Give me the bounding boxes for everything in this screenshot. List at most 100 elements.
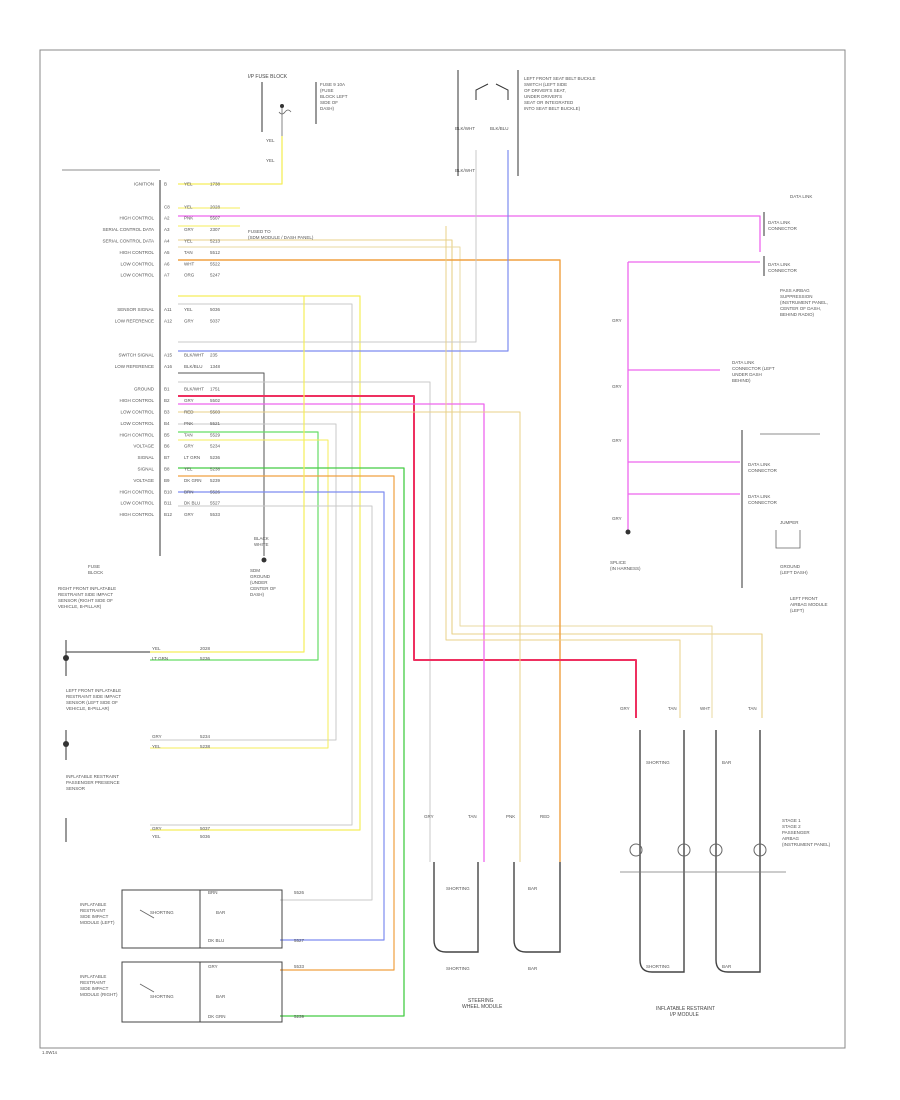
g-wire-0: GRY [612,318,622,323]
wire-b10-orange [178,475,395,971]
module-pin-name: LOW CONTROL [120,261,154,266]
lfs-2: SENSOR (LEFT SIDE OF [66,700,118,705]
module-pin-pin: B8 [164,467,170,472]
module-pin-circuit: 5507 [210,216,221,221]
fuse-block-small-0: FUSE [88,564,100,569]
g-wire-1: GRY [612,384,622,389]
fuse-desc-0: FUSE 9 10A [320,82,345,87]
ip-wire-3: TAN [748,706,757,711]
ps-2: SENSOR [66,786,86,791]
fuse-desc-3: SIDE OF [320,100,338,105]
module-pin-wire: DK GRN [184,478,202,483]
module-pin-name: SWITCH SIGNAL [118,353,154,358]
sis-wire-r0b: 5533 [294,964,305,969]
sw-wire-1: TAN [468,814,477,819]
module-pin-name: SENSOR SIGNAL [117,307,154,312]
module-pin-name: SERIAL CONTROL DATA [102,239,154,244]
ip-module-right [715,730,761,973]
right-desc1-0: PASS AIRBAG [780,288,810,293]
ip-wire-0: GRY [620,706,630,711]
fuse-wire-0: YEL [266,138,275,143]
wire-dlc-magenta [627,261,760,530]
rfs-wire-1b: 5236 [200,656,211,661]
module-pin-circuit: 5503 [210,410,221,415]
fuse-wire-1: YEL [266,158,275,163]
ip-inner-1: BAR [722,760,732,765]
sis-wire-l0b: 5526 [294,890,305,895]
g-wire-2: GRY [612,438,622,443]
sw-coil-left [433,862,479,953]
ip-module-1: I/P MODULE [670,1012,699,1018]
sis-right-0: INFLATABLE [80,974,106,979]
wire-b2-gray [178,381,431,862]
sis-right-2: SIDE IMPACT [80,986,109,991]
rfs-3: VEHICLE, B-PILLAR) [58,604,102,609]
sis-wire-l0a: BRN [208,890,218,895]
steering-wheel-1: WHEEL MODULE [462,1004,503,1010]
sdm-ground-1: GROUND [250,574,271,579]
belt-switch-0: LEFT FRONT SEAT BELT BUCKLE [524,76,596,81]
ps-wire-1b: 5036 [200,834,211,839]
lfs-wire-0a: GRY [152,734,162,739]
sdm-ground-4: DASH) [250,592,265,597]
module-pin-wire: TAN [184,250,193,255]
ps-1: PASSENGER PRESENCE [66,780,120,785]
ps-0: INFLATABLE RESTRAINT [66,774,119,779]
lfs-0: LEFT FRONT INFLATABLE [66,688,121,693]
sis-wire-r1b: 5239 [294,1014,305,1019]
rbn-0: LEFT FRONT [790,596,818,601]
module-pin-circuit: 5529 [210,432,221,437]
module-pin-pin: A15 [164,353,173,358]
module-pin-wire: GRY [184,398,194,403]
module-pin-pin: B7 [164,455,170,460]
lfs-1: RESTRAINT SIDE IMPACT [66,694,121,699]
ip-module-0: INFLATABLE RESTRAINT [656,1006,715,1012]
wire-b9-green [178,467,405,1017]
module-pin-wire: PNK [184,421,193,426]
belt-switch-2: OF DRIVER'S SEAT, [524,88,566,93]
module-pin-circuit: 5213 [210,239,221,244]
ip-inner-2: SHORTING [646,964,670,969]
wire-a6-tan2 [178,246,713,718]
ps-wire-0a: GRY [152,826,162,831]
rfs-wire-0a: YEL [152,646,161,651]
module-pin-circuit: 5238 [210,467,221,472]
module-pin-circuit: 5036 [210,307,221,312]
module-pin-circuit: 5037 [210,318,221,323]
module-pin-circuit: 235 [210,353,218,358]
module-pin-circuit: 5502 [210,398,221,403]
sdm-ground-wire-1: WHITE [254,542,269,547]
right-conn1-0: DATA LINK [768,220,790,225]
module-pin-wire: ORG [184,273,195,278]
wire-ip-tan [445,226,681,718]
sw-label-1: BAR [528,966,538,971]
rfs-2: SENSOR (RIGHT SIDE OF [58,598,113,603]
ip-side-1: STAGE 2 [782,824,801,829]
module-pin-name: VOLTAGE [133,478,154,483]
right-desc1-2: (INSTRUMENT PANEL, [780,300,828,305]
right-desc2-1: CONNECTOR (LEFT [732,366,775,371]
lfs-3: VEHICLE, B-PILLAR) [66,706,110,711]
wire-b3-red [178,395,637,718]
sw-wire-3: RED [540,814,550,819]
ip-side-4: (INSTRUMENT PANEL) [782,842,831,847]
rfs-1: RESTRAINT SIDE IMPACT [58,592,113,597]
sis-right-1: RESTRAINT [80,980,106,985]
sis-left-3: MODULE (LEFT) [80,920,115,925]
right-desc1-4: BEHIND RADIO) [780,312,815,317]
right-desc2-0: DATA LINK [732,360,754,365]
module-pin-name: HIGH CONTROL [119,398,154,403]
module-pin-pin: B1 [164,387,170,392]
sw-wire-2: PNK [506,814,515,819]
module-pin-pin: B12 [164,512,173,517]
module-pin-wire: WHT [184,261,194,266]
module-pin-wire: GRY [184,512,194,517]
module-pin-circuit: 5526 [210,489,221,494]
module-pin-wire: YEL [184,182,193,187]
sis-left-box [121,889,283,949]
rfs-wire-1a: LT GRN [152,656,168,661]
module-pin-wire: BLK/WHT [184,353,204,358]
module-pin-wire: BRN [184,489,194,494]
